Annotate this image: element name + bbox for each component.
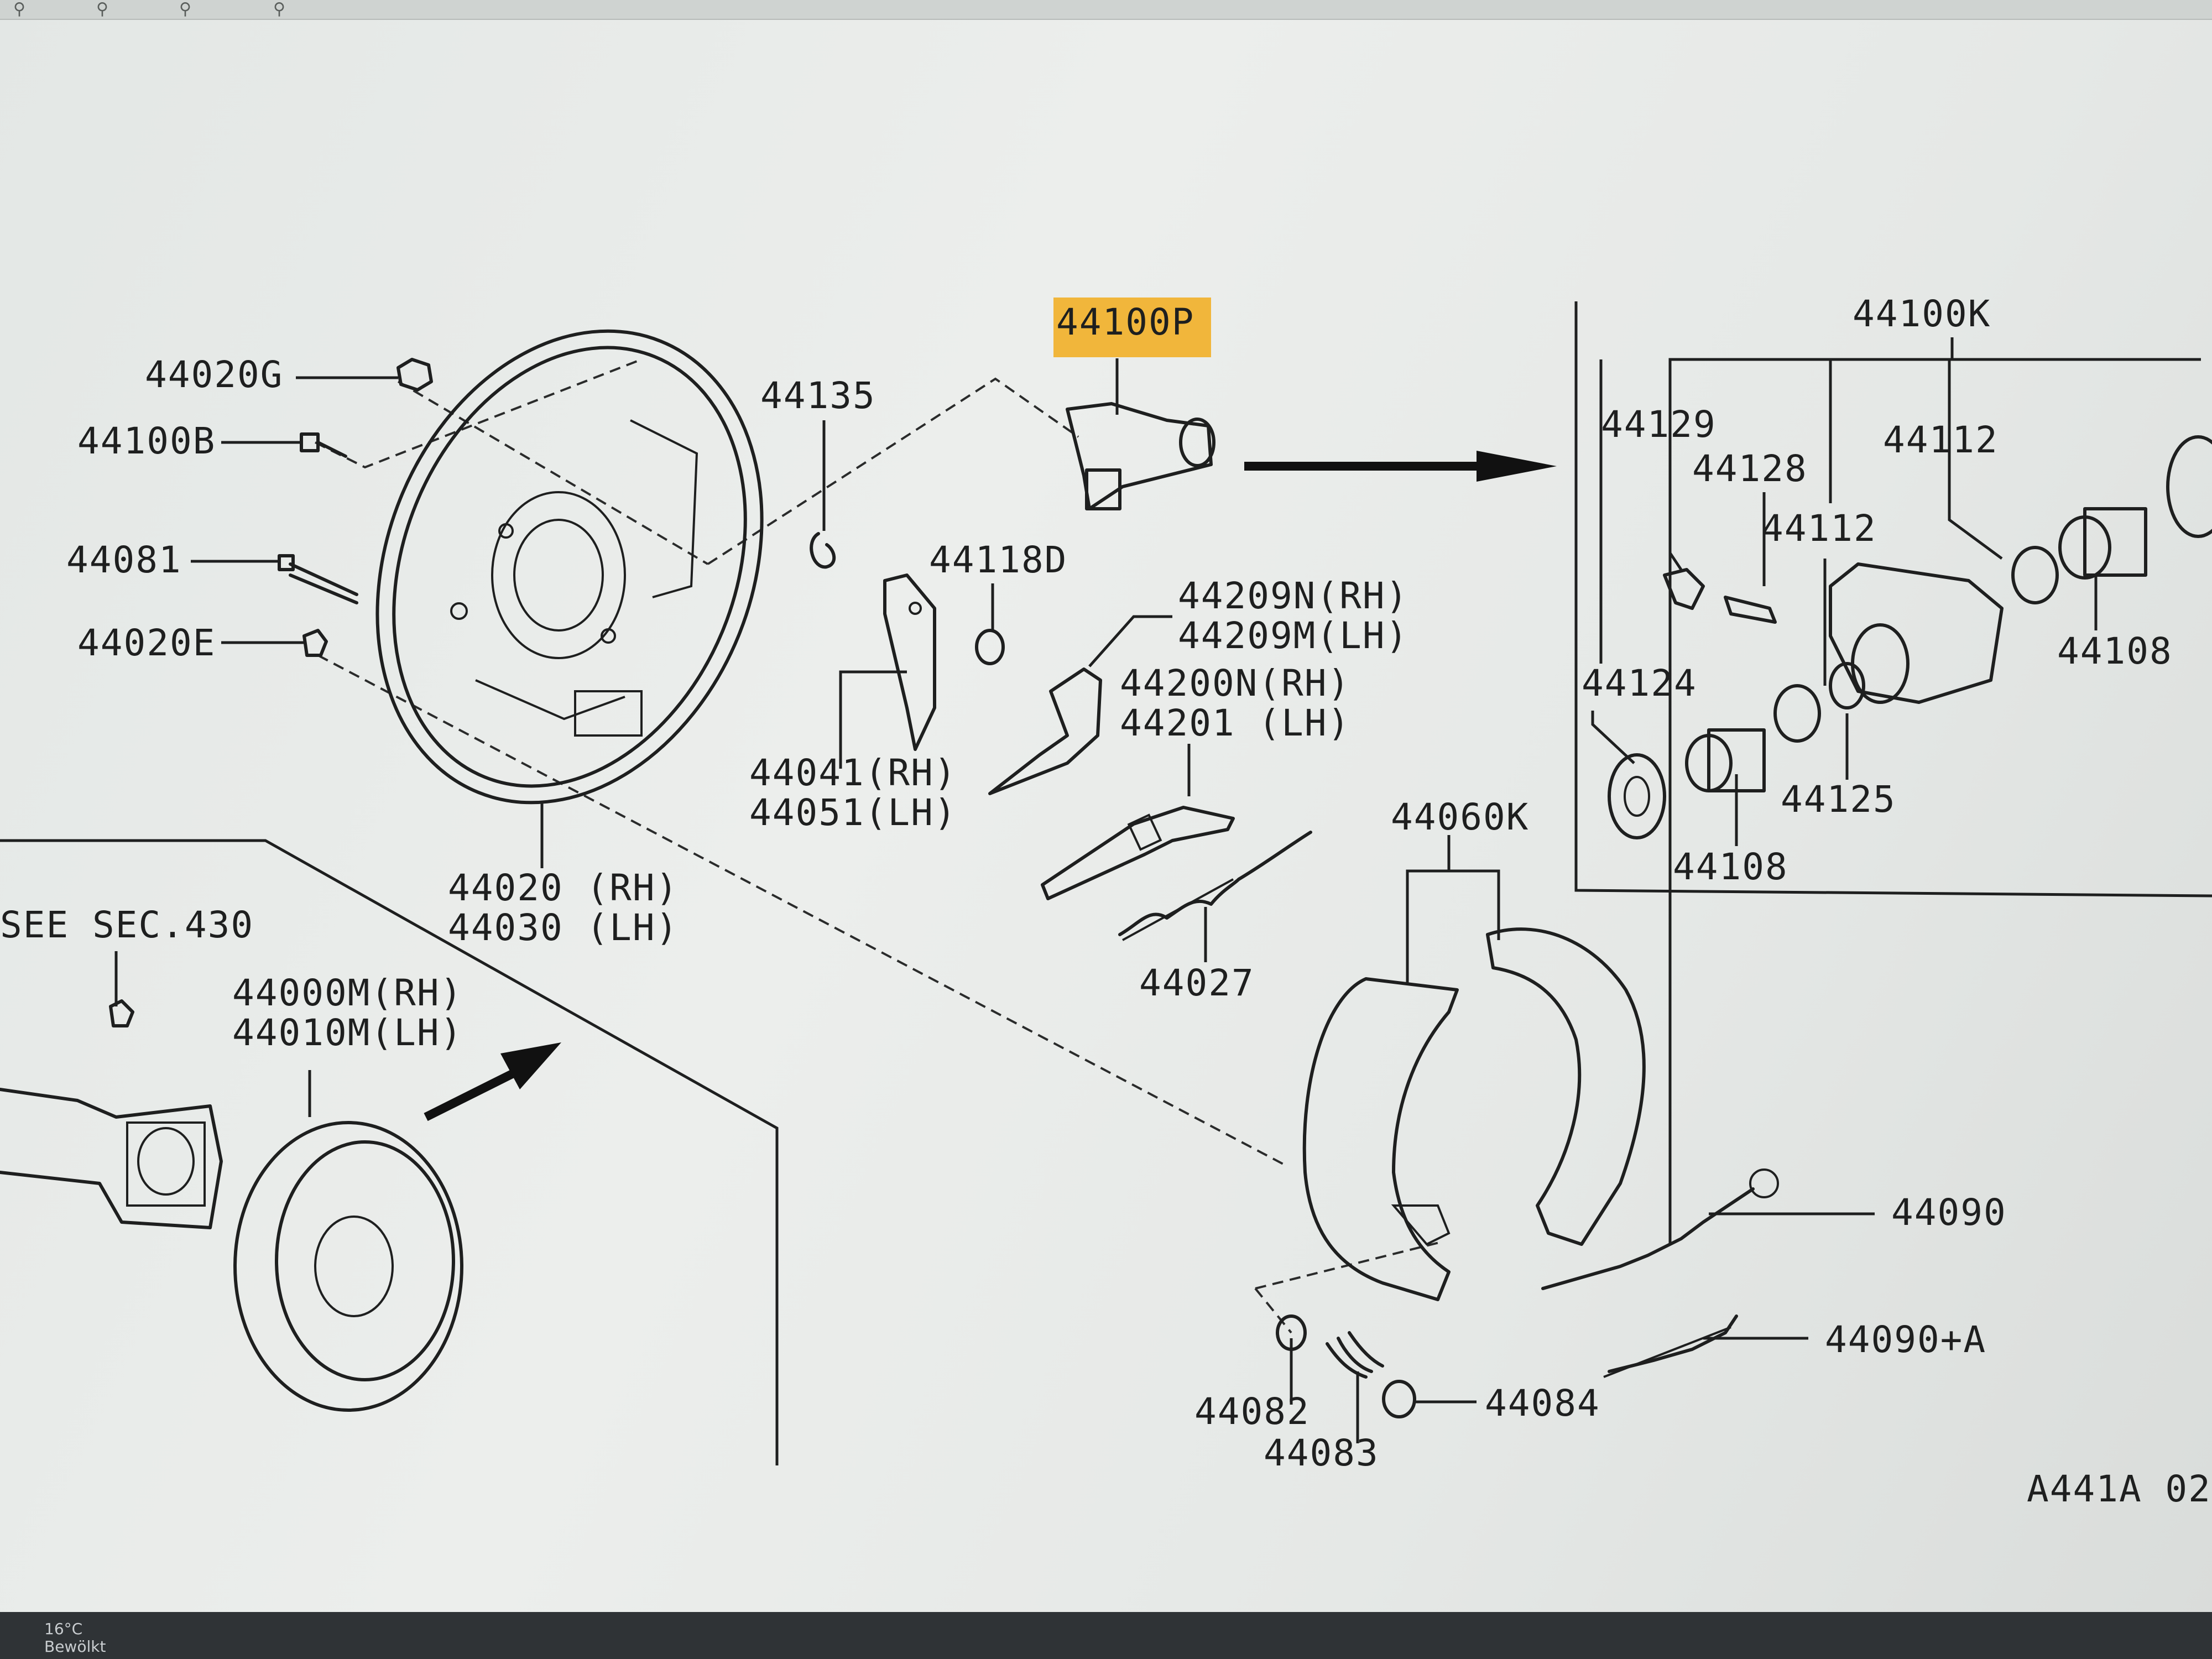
spring-44083 xyxy=(1326,1331,1384,1379)
zoom-in-icon[interactable]: ⚲ xyxy=(273,0,285,19)
label-44108-bottom: 44108 xyxy=(1673,846,1788,888)
label-44128: 44128 xyxy=(1692,447,1808,490)
windows-taskbar xyxy=(0,1612,2212,1659)
wheel-cylinder-44100P[interactable] xyxy=(1066,402,1215,510)
zoom-icon[interactable]: ⚲ xyxy=(13,0,25,19)
label-44081: 44081 xyxy=(66,539,182,581)
label-44125: 44125 xyxy=(1781,778,1896,821)
label-44135: 44135 xyxy=(760,374,876,417)
label-44020G: 44020G xyxy=(145,353,283,396)
label-44082: 44082 xyxy=(1194,1390,1310,1433)
label-44000M: 44000M(RH) xyxy=(232,972,463,1014)
label-44090: 44090 xyxy=(1891,1191,2007,1234)
piston-44108-bottom xyxy=(1685,728,1766,792)
label-44209N: 44209N(RH) xyxy=(1178,575,1408,617)
spring-44090 xyxy=(1541,1168,1779,1290)
label-44201: 44201 (LH) xyxy=(1120,702,1350,744)
spring-44125 xyxy=(1829,662,1865,709)
label-44084: 44084 xyxy=(1485,1382,1600,1425)
highlight-44100P xyxy=(1053,298,1211,357)
arrow-right xyxy=(1244,451,1557,482)
adjuster-44200N xyxy=(1041,806,1235,900)
bolt-44100B xyxy=(300,432,347,458)
label-44118D: 44118D xyxy=(929,539,1067,581)
brake-shoe-right xyxy=(1486,927,1646,1246)
label-44051: 44051(LH) xyxy=(749,791,957,834)
label-44129: 44129 xyxy=(1601,403,1717,446)
label-44020: 44020 (RH) xyxy=(448,867,679,909)
lever-44209N xyxy=(988,667,1102,795)
zoom-out-icon[interactable]: ⚲ xyxy=(179,0,191,19)
cylinder-body-44100K xyxy=(1829,562,2004,704)
dashed-lines xyxy=(315,358,1444,1334)
section-frame xyxy=(0,839,779,1465)
label-44060K: 44060K xyxy=(1391,796,1529,838)
label-44124: 44124 xyxy=(1582,662,1697,705)
boot-44124 xyxy=(1608,753,1666,839)
piston-44112-cup xyxy=(1773,684,1821,743)
viewer-toolbar: ⚲ ⚲ ⚲ ⚲ xyxy=(0,0,2212,20)
backing-plate-part xyxy=(375,329,764,805)
assembly-frame xyxy=(1574,301,2212,898)
washer-44118D xyxy=(975,629,1005,665)
label-figure-code: A441A 02 xyxy=(2027,1468,2211,1510)
label-44083: 44083 xyxy=(1264,1432,1379,1474)
label-44100B: 44100B xyxy=(77,420,216,462)
brake-shoe-left xyxy=(1302,977,1459,1301)
weather-widget[interactable]: 16°C Bewölkt xyxy=(44,1620,106,1656)
lever-44041 xyxy=(883,573,936,751)
clip-44135 xyxy=(810,532,836,569)
piston-44108-right xyxy=(2058,507,2147,580)
bolt-44020G xyxy=(397,358,433,392)
label-44108-right: 44108 xyxy=(2057,630,2173,672)
label-44112-mid: 44112 xyxy=(1761,507,1877,550)
spring-44027 xyxy=(1118,831,1312,941)
arrow-diagonal xyxy=(424,1042,561,1121)
cup-44082 xyxy=(1276,1314,1307,1351)
boot-44124-right xyxy=(2166,435,2212,538)
label-see-sec: SEE SEC.430 xyxy=(0,904,254,946)
spring-44090A xyxy=(1603,1314,1738,1378)
nut-44020E xyxy=(302,629,328,657)
weather-condition: Bewölkt xyxy=(44,1637,106,1656)
label-44209M: 44209M(LH) xyxy=(1178,614,1408,657)
label-44030: 44030 (LH) xyxy=(448,906,679,949)
label-44041: 44041(RH) xyxy=(749,752,957,794)
label-44090A: 44090+A xyxy=(1825,1318,1986,1361)
label-44100P[interactable]: 44100P xyxy=(1056,301,1194,343)
label-44112-top: 44112 xyxy=(1883,419,1999,461)
leader-lines xyxy=(114,337,2201,1443)
bleeder-cap-44128 xyxy=(1724,596,1777,624)
label-44010M: 44010M(LH) xyxy=(232,1011,463,1054)
cup-44112-right xyxy=(2011,546,2059,604)
cup-44084 xyxy=(1382,1380,1416,1418)
label-44100K: 44100K xyxy=(1853,293,1991,335)
weather-temperature: 16°C xyxy=(44,1620,83,1638)
label-44020E: 44020E xyxy=(77,622,216,664)
brake-assembly-44000M xyxy=(0,999,463,1412)
zoom-fit-icon[interactable]: ⚲ xyxy=(96,0,108,19)
label-44200N: 44200N(RH) xyxy=(1120,662,1350,705)
label-44027: 44027 xyxy=(1139,962,1255,1004)
stud-44081 xyxy=(278,554,358,604)
bleeder-44129 xyxy=(1663,568,1705,610)
